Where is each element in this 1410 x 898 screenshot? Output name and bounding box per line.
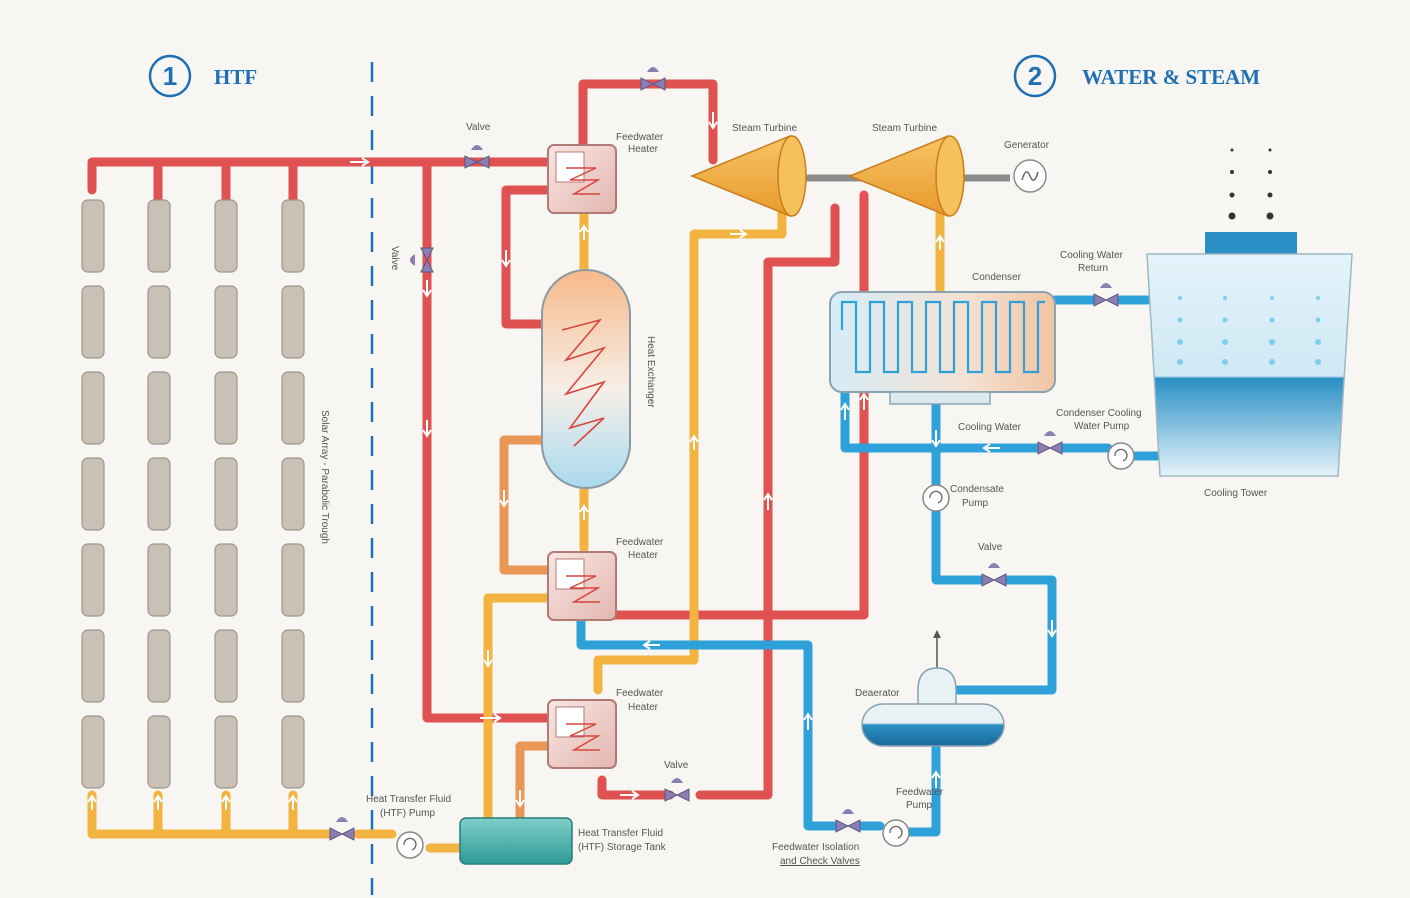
valve-top-label: Valve — [466, 122, 491, 133]
solar-array-label: Solar Array - Parabolic Trough — [319, 410, 330, 544]
feedwater-pump[interactable] — [882, 819, 910, 847]
section-htf-title: HTF — [214, 65, 257, 89]
condenser-cooling-water-pump[interactable] — [1107, 442, 1135, 470]
valve-bottom-label: Valve — [664, 760, 689, 771]
section-htf-header: 1 HTF — [148, 54, 257, 98]
htf-pump[interactable] — [396, 831, 424, 859]
valve-icon[interactable] — [410, 247, 434, 273]
valve-icon[interactable] — [640, 67, 666, 91]
solar-array — [81, 199, 305, 789]
valve-icon[interactable] — [1093, 283, 1119, 307]
hx-orange-loop — [499, 435, 553, 575]
generator-label: Generator — [1004, 140, 1050, 151]
section-water-steam-header: 2 WATER & STEAM — [1013, 54, 1260, 98]
valve-icon[interactable] — [981, 563, 1007, 587]
htf-tank-label: (HTF) Storage Tank — [578, 842, 667, 853]
condenser-label: Condenser — [972, 272, 1022, 283]
feedwater-heater-top — [547, 144, 617, 214]
valve-vertical-label: Valve — [389, 246, 400, 271]
valve-icon[interactable] — [664, 778, 690, 802]
feedwater-pump-label: Pump — [906, 800, 933, 811]
feedwater-isolation-label: Feedwater Isolation — [772, 842, 859, 853]
tank-orange-line — [515, 741, 553, 827]
htf-storage-tank — [459, 817, 573, 865]
htf-pump-label: (HTF) Pump — [380, 808, 435, 819]
collector-column — [81, 199, 105, 789]
valve-right-label: Valve — [978, 542, 1003, 553]
feedwater-heater-low — [547, 699, 617, 769]
cooling-water-return-label: Cooling Water — [1060, 250, 1124, 261]
feedwater-heater-low-label: Heater — [628, 702, 659, 713]
deaerator-label: Deaerator — [855, 688, 900, 699]
valve-icon[interactable] — [329, 817, 355, 841]
valve-icon[interactable] — [464, 145, 490, 169]
feedwater-heater-mid-label: Heater — [628, 550, 659, 561]
section-water-steam-title: WATER & STEAM — [1082, 65, 1260, 89]
feedwater-heater-mid-label: Feedwater — [616, 537, 664, 548]
valve-icon[interactable] — [1037, 431, 1063, 455]
htf-tank-label: Heat Transfer Fluid — [578, 828, 663, 839]
condensate-pump-label: Condensate — [950, 484, 1004, 495]
steam-turbine-2-label: Steam Turbine — [872, 123, 937, 134]
cooling-water-return-label: Return — [1078, 263, 1108, 274]
feedwater-heater-mid — [547, 551, 617, 621]
collector-column — [281, 199, 305, 789]
cooling-water-label: Cooling Water — [958, 422, 1022, 433]
htf-pump-label: Heat Transfer Fluid — [366, 794, 451, 805]
feedwater-heater-top-label: Feedwater — [616, 132, 664, 143]
condenser-cooling-pump-label: Water Pump — [1074, 421, 1130, 432]
cooling-tower-label: Cooling Tower — [1204, 488, 1268, 499]
condensate-pump[interactable] — [922, 484, 950, 512]
feedwater-pump-label: Feedwater — [896, 787, 944, 798]
condenser — [829, 291, 1056, 405]
flow-arrows — [87, 112, 1057, 810]
collector-column — [147, 199, 171, 789]
condensate-pump-label: Pump — [962, 498, 989, 509]
steam-turbines — [690, 134, 1010, 218]
feedwater-heater-top-label: Heater — [628, 144, 659, 155]
feedwater-heater-low-label: Feedwater — [616, 688, 664, 699]
cooling-tower — [1146, 148, 1353, 477]
generator — [1013, 159, 1047, 193]
heat-exchanger-label: Heat Exchanger — [645, 336, 656, 408]
feedwater-isolation-label: and Check Valves — [780, 856, 860, 867]
condenser-cooling-pump-label: Condenser Cooling — [1056, 408, 1142, 419]
section-htf-number: 1 — [163, 61, 177, 91]
valve-icon[interactable] — [835, 809, 861, 833]
collector-column — [214, 199, 238, 789]
section-water-steam-number: 2 — [1028, 61, 1042, 91]
heat-exchanger — [541, 269, 631, 489]
steam-turbine-1-label: Steam Turbine — [732, 123, 797, 134]
deaerator — [861, 630, 1005, 747]
